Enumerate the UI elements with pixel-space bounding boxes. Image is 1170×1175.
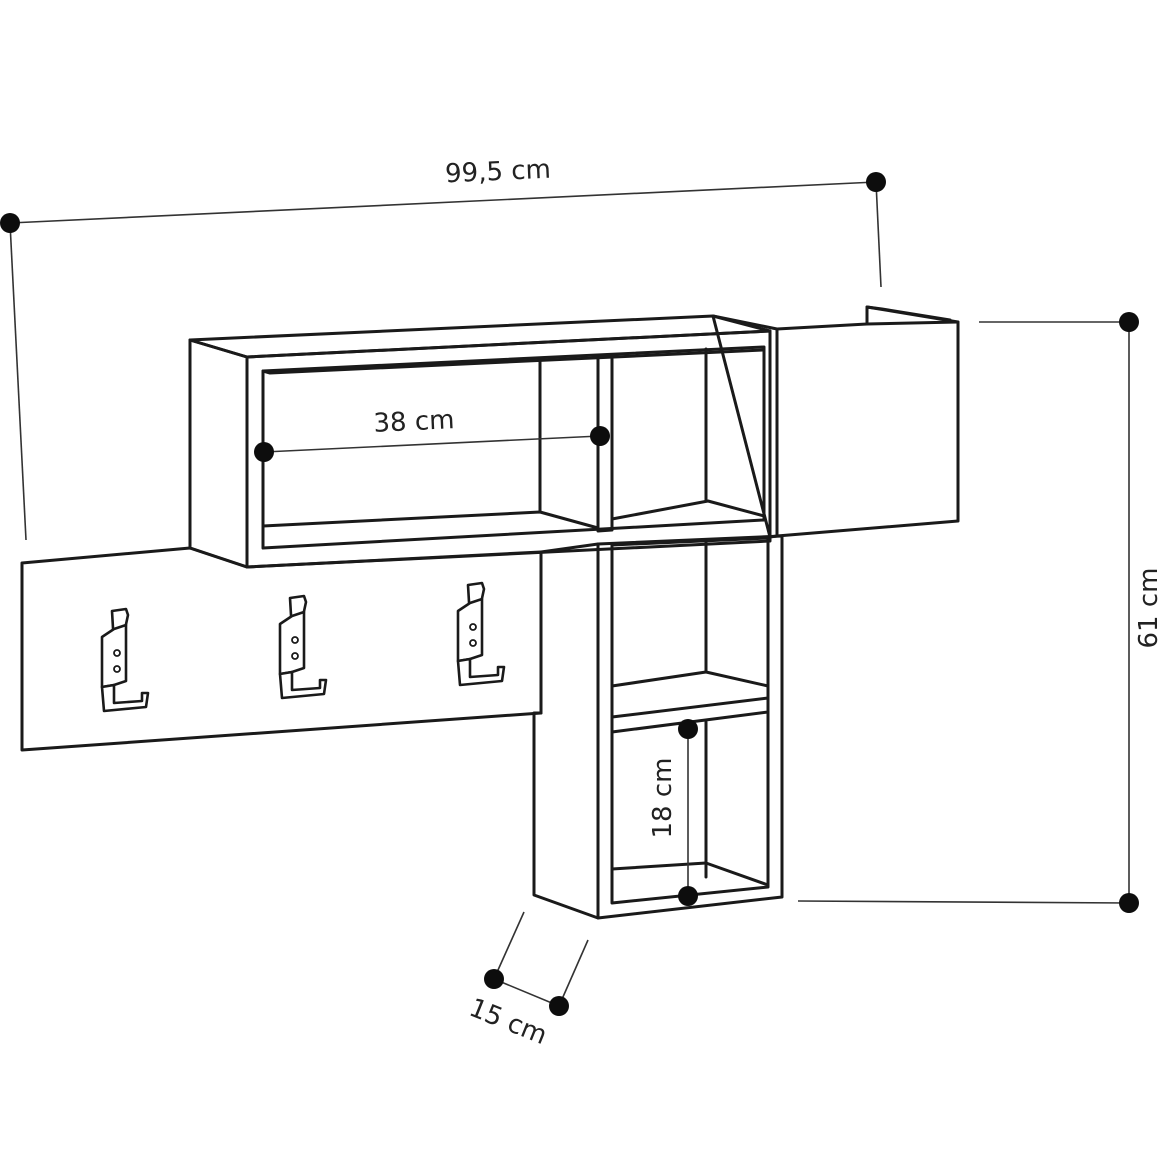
column-side-panel <box>532 542 600 920</box>
column-shelf-top <box>610 670 770 688</box>
dim-18-label: 18 cm <box>648 758 678 839</box>
cabinet-inner-bottom-right <box>610 499 766 521</box>
dim-compartment-width: 38 cm <box>254 405 610 462</box>
coat-hook <box>278 594 328 700</box>
right-box-top-edge <box>865 320 960 326</box>
dim-18-dot-bottom <box>678 886 698 906</box>
dim-15-ext-right <box>558 939 589 1007</box>
dim-total-width: 99,5 cm <box>0 155 886 541</box>
dim-15-ext-left <box>493 911 525 980</box>
dim-height-dot-bottom <box>1119 893 1139 913</box>
right-box-front <box>775 305 960 538</box>
dim-15-dot-left <box>484 969 504 989</box>
dim-height-dot-top <box>1119 312 1139 332</box>
dim-height-label: 61 cm <box>1134 568 1164 649</box>
dim-width-ext-right <box>875 181 882 288</box>
hook-lower-arm <box>456 657 506 687</box>
dim-total-height: 61 cm <box>797 312 1164 913</box>
cabinet-divider <box>596 353 614 533</box>
hook-mount-plate <box>456 597 484 663</box>
dim-38-line <box>263 435 601 453</box>
hook-mount-plate <box>100 623 128 689</box>
hook-mount-plate <box>278 610 306 676</box>
dim-compartment-height: 18 cm <box>648 719 698 906</box>
hook-lower-arm <box>100 683 150 713</box>
hook-lower-arm <box>278 670 328 700</box>
dim-38-dot-right <box>590 426 610 446</box>
hook-screw-hole <box>291 652 299 660</box>
hook-screw-hole <box>469 639 477 647</box>
coat-hook <box>456 581 506 687</box>
cabinet-left-panel <box>188 338 249 569</box>
dim-18-dot-top <box>678 719 698 739</box>
dim-15-label: 15 cm <box>465 993 551 1051</box>
dim-width-ext-left <box>9 222 27 541</box>
hook-screw-hole <box>291 636 299 644</box>
dim-width-dot-right <box>866 172 886 192</box>
dim-width-label: 99,5 cm <box>444 155 551 190</box>
column-inner-bottom <box>610 861 770 887</box>
column-shelf <box>610 696 770 734</box>
vertical-column <box>532 534 784 920</box>
dim-width-dot-left <box>0 213 20 233</box>
hooks <box>100 581 506 713</box>
dim-15-line <box>493 978 560 1007</box>
dim-height-ext-bottom <box>797 900 1130 904</box>
dim-15-dot-right <box>549 996 569 1016</box>
coat-hook <box>100 607 150 713</box>
dim-depth: 15 cm <box>465 911 589 1051</box>
dim-38-label: 38 cm <box>373 405 455 439</box>
hook-screw-hole <box>113 665 121 673</box>
dim-38-dot-left <box>254 442 274 462</box>
hook-screw-hole <box>113 649 121 657</box>
dim-width-line <box>9 181 877 224</box>
right-box <box>711 305 960 539</box>
upper-cabinet <box>188 314 772 569</box>
cabinet-front-frame <box>245 329 772 569</box>
hook-screw-hole <box>469 623 477 631</box>
column-opening <box>610 536 770 905</box>
cabinet-opening <box>261 345 766 550</box>
cabinet-inner-bottom-left <box>261 510 600 530</box>
right-box-lip <box>865 305 952 322</box>
